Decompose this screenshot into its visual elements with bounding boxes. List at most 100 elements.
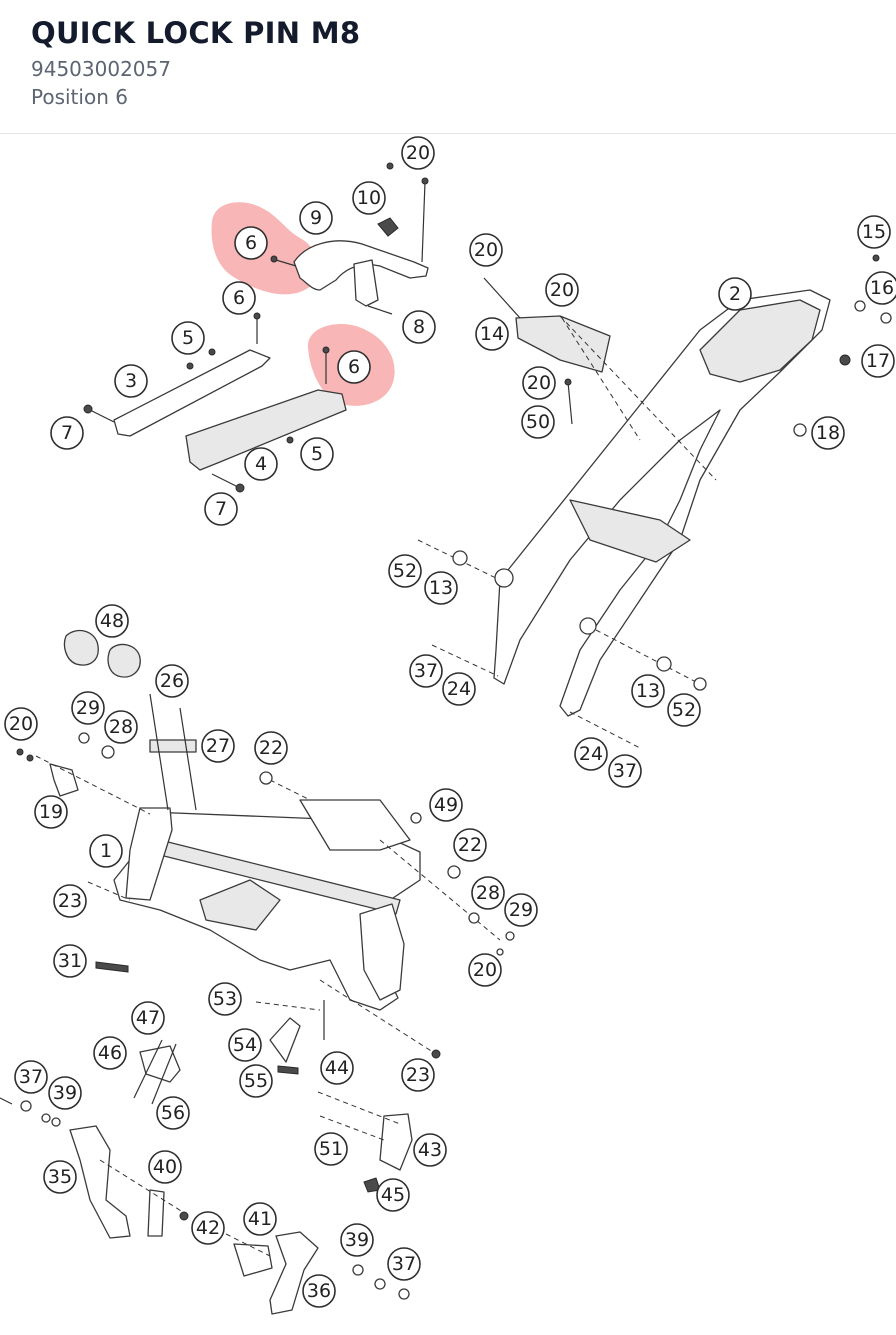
callout[interactable]: 22	[254, 731, 288, 765]
callout[interactable]: 40	[148, 1150, 182, 1184]
subframe-body	[493, 289, 831, 717]
callout[interactable]: 52	[667, 693, 701, 727]
callout[interactable]: 27	[201, 729, 235, 763]
svg-text:39: 39	[345, 1229, 369, 1251]
callout[interactable]: 35	[43, 1160, 77, 1194]
callout[interactable]: 20	[401, 136, 435, 170]
svg-text:35: 35	[48, 1166, 72, 1188]
callout[interactable]: 13	[631, 674, 665, 708]
callout-position-6-highlighted[interactable]: 6	[337, 350, 371, 384]
callout[interactable]: 46	[93, 1036, 127, 1070]
svg-text:47: 47	[136, 1007, 160, 1029]
svg-text:41: 41	[248, 1208, 272, 1230]
callout[interactable]: 48	[95, 604, 129, 638]
svg-text:42: 42	[196, 1217, 220, 1239]
svg-text:53: 53	[213, 988, 237, 1010]
footrest-parts	[0, 1000, 413, 1315]
svg-text:24: 24	[447, 678, 471, 700]
callout[interactable]: 18	[811, 416, 845, 450]
callout[interactable]: 1	[89, 834, 123, 868]
callout[interactable]: 17	[861, 344, 895, 378]
callout[interactable]: 20	[545, 273, 579, 307]
callout[interactable]: 39	[48, 1076, 82, 1110]
svg-text:1: 1	[100, 840, 112, 862]
svg-text:23: 23	[406, 1064, 430, 1086]
svg-text:43: 43	[418, 1139, 442, 1161]
svg-text:48: 48	[100, 610, 124, 632]
callout[interactable]: 28	[104, 710, 138, 744]
callout[interactable]: 44	[320, 1051, 354, 1085]
callout[interactable]: 56	[156, 1096, 190, 1130]
callout[interactable]: 41	[243, 1202, 277, 1236]
callout[interactable]: 8	[402, 310, 436, 344]
callout[interactable]: 37	[409, 654, 443, 688]
callout[interactable]: 29	[71, 691, 105, 725]
part-35-footrest	[69, 1125, 131, 1239]
frame-side-plate	[199, 879, 281, 931]
callout[interactable]: 51	[314, 1132, 348, 1166]
callout[interactable]: 49	[429, 788, 463, 822]
callout[interactable]: 16	[865, 271, 896, 305]
callout[interactable]: 45	[376, 1178, 410, 1212]
callout[interactable]: 2	[718, 277, 752, 311]
callout[interactable]: 54	[228, 1028, 262, 1062]
callout[interactable]: 5	[300, 437, 334, 471]
callout-position-6-highlighted[interactable]: 6	[234, 226, 268, 260]
callout[interactable]: 26	[155, 664, 189, 698]
callout[interactable]: 15	[857, 215, 891, 249]
callout[interactable]: 24	[574, 737, 608, 771]
callout[interactable]: 24	[442, 672, 476, 706]
callout[interactable]: 19	[34, 795, 68, 829]
svg-text:19: 19	[39, 801, 63, 823]
callout[interactable]: 28	[471, 876, 505, 910]
part-43-bracket	[379, 1113, 413, 1171]
callout[interactable]: 50	[521, 405, 555, 439]
callout[interactable]: 52	[388, 554, 422, 588]
svg-text:44: 44	[325, 1057, 349, 1079]
part-48-clamp-a	[63, 629, 99, 666]
svg-text:52: 52	[393, 560, 417, 582]
svg-text:28: 28	[476, 882, 500, 904]
svg-text:45: 45	[381, 1184, 405, 1206]
callout[interactable]: 29	[504, 893, 538, 927]
callout[interactable]: 23	[53, 884, 87, 918]
callout-position-6[interactable]: 6	[222, 281, 256, 315]
callout[interactable]: 10	[352, 181, 386, 215]
part-14-bracket	[515, 315, 611, 373]
svg-text:16: 16	[870, 277, 894, 299]
callout[interactable]: 31	[53, 944, 87, 978]
callout[interactable]: 22	[453, 828, 487, 862]
callout[interactable]: 43	[413, 1133, 447, 1167]
callout[interactable]: 36	[302, 1274, 336, 1308]
callout[interactable]: 23	[401, 1058, 435, 1092]
callout[interactable]: 13	[424, 571, 458, 605]
callout[interactable]: 53	[208, 982, 242, 1016]
callout[interactable]: 9	[299, 201, 333, 235]
callout[interactable]: 37	[14, 1060, 48, 1094]
callout[interactable]: 5	[171, 321, 205, 355]
callout[interactable]: 20	[468, 953, 502, 987]
callout[interactable]: 20	[4, 707, 38, 741]
callout[interactable]: 7	[204, 492, 238, 526]
callout[interactable]: 47	[131, 1001, 165, 1035]
svg-text:27: 27	[206, 735, 230, 757]
callout[interactable]: 39	[340, 1223, 374, 1257]
frame-headstock	[125, 807, 173, 901]
callout[interactable]: 4	[244, 447, 278, 481]
svg-text:52: 52	[672, 699, 696, 721]
callout[interactable]: 37	[387, 1247, 421, 1281]
svg-text:13: 13	[429, 577, 453, 599]
pin-6-upper	[275, 259, 297, 267]
callout[interactable]: 20	[469, 233, 503, 267]
svg-text:29: 29	[76, 697, 100, 719]
svg-text:37: 37	[392, 1253, 416, 1275]
callout[interactable]: 14	[475, 317, 509, 351]
callout[interactable]: 42	[191, 1211, 225, 1245]
callout[interactable]: 7	[50, 416, 84, 450]
callout[interactable]: 55	[239, 1064, 273, 1098]
callout[interactable]: 20	[522, 366, 556, 400]
part-title: QUICK LOCK PIN M8	[31, 16, 361, 50]
callout[interactable]: 3	[114, 364, 148, 398]
svg-text:10: 10	[357, 187, 381, 209]
callout[interactable]: 37	[608, 754, 642, 788]
